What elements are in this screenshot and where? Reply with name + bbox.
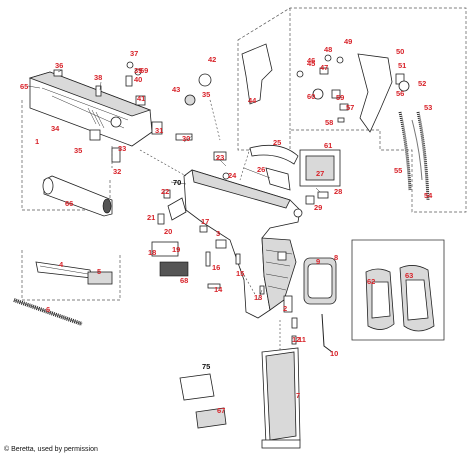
callout-15: 15 (236, 269, 244, 278)
magazine-base-plates (179, 373, 227, 429)
callout-10: 10 (330, 349, 338, 358)
callout-28: 28 (334, 187, 342, 196)
callout-32: 32 (113, 167, 121, 176)
slide-small-parts (53, 61, 212, 163)
callout-7: 7 (296, 391, 300, 400)
callout-55: 55 (394, 166, 402, 175)
callout-42: 42 (208, 55, 216, 64)
callout-9: 9 (316, 257, 320, 266)
copyright-credit: © Beretta, used by permission (4, 445, 98, 453)
callout-36: 36 (55, 61, 63, 70)
callout-27: 27 (316, 169, 324, 178)
callout-46: 46 (307, 56, 315, 65)
callout-34: 34 (51, 124, 60, 133)
callout-24: 24 (228, 171, 237, 180)
callout-labels: 1 11 7 2 3 4 5 6 8 9 10 12 13 14 15 16 1… (20, 37, 433, 415)
callout-41: 41 (137, 94, 145, 103)
callout-30: 30 (182, 134, 190, 143)
callout-70: 70 (173, 178, 181, 187)
callout-68: 68 (180, 276, 188, 285)
grip-panels-box (351, 239, 445, 341)
callout-66: 66 (65, 199, 73, 208)
callout-31: 31 (155, 126, 163, 135)
callout-13: 13 (254, 293, 262, 302)
callout-5: 5 (97, 267, 101, 276)
frame-small-parts (151, 151, 287, 295)
slide-dashed-outline (21, 100, 121, 301)
callout-39: 39 (134, 66, 142, 75)
callout-18: 18 (148, 248, 156, 257)
callout-63: 63 (405, 271, 413, 280)
callout-25: 25 (273, 138, 281, 147)
slide-part (28, 71, 153, 147)
callout-58: 58 (325, 118, 333, 127)
callout-33: 33 (118, 144, 126, 153)
leader-lines (27, 69, 321, 301)
callout-19: 19 (172, 245, 180, 254)
callout-40: 40 (134, 75, 142, 84)
callout-37: 37 (130, 49, 138, 58)
callout-12: 12 (292, 335, 300, 344)
callout-14: 14 (214, 285, 223, 294)
callout-44: 44 (248, 96, 257, 105)
callout-65: 65 (20, 82, 28, 91)
callout-51: 51 (398, 61, 406, 70)
callout-3: 3 (216, 229, 220, 238)
callout-6: 6 (46, 305, 50, 314)
slide-stop-parts (249, 144, 341, 205)
recoil-spring (13, 298, 83, 326)
recoil-assembly (35, 261, 113, 285)
callout-11: 11 (298, 335, 306, 344)
callout-54: 54 (424, 191, 433, 200)
trigger-group-parts (241, 43, 410, 133)
frame-part (183, 169, 303, 319)
callout-35a: 35 (74, 146, 82, 155)
callout-38: 38 (94, 73, 102, 82)
callout-57: 57 (346, 103, 354, 112)
callout-21: 21 (147, 213, 155, 222)
callout-61: 61 (324, 141, 332, 150)
callout-29: 29 (314, 203, 322, 212)
trigger-springs (398, 111, 430, 201)
callout-62: 62 (367, 277, 375, 286)
callout-56: 56 (396, 89, 404, 98)
callout-26: 26 (257, 165, 265, 174)
grip-small-parts (283, 295, 333, 353)
magazine-part (261, 347, 301, 449)
callout-35b: 35 (202, 90, 210, 99)
callout-59: 59 (336, 93, 344, 102)
callout-47: 47 (320, 63, 328, 72)
callout-48: 48 (324, 45, 332, 54)
callout-22: 22 (161, 187, 169, 196)
callout-50: 50 (396, 47, 404, 56)
callout-69: 69 (140, 66, 148, 75)
grip-panels-62-63 (365, 265, 435, 332)
grip-panel-9 (303, 257, 337, 305)
callout-2: 2 (283, 304, 287, 313)
callout-45: 45 (307, 59, 315, 68)
callout-23: 23 (216, 153, 224, 162)
callout-52: 52 (418, 79, 426, 88)
callout-20: 20 (164, 227, 172, 236)
callout-4: 4 (59, 260, 64, 269)
callout-53: 53 (424, 103, 432, 112)
callout-60: 60 (307, 92, 315, 101)
callout-43: 43 (172, 85, 180, 94)
callout-49: 49 (344, 37, 352, 46)
callout-1: 1 (35, 137, 39, 146)
alignment-lines (111, 99, 281, 350)
barrel-part (42, 175, 113, 217)
callout-16: 16 (212, 263, 220, 272)
callout-8: 8 (334, 253, 338, 262)
callout-75: 75 (202, 362, 210, 371)
callout-17: 17 (201, 217, 209, 226)
callout-67: 67 (217, 406, 225, 415)
